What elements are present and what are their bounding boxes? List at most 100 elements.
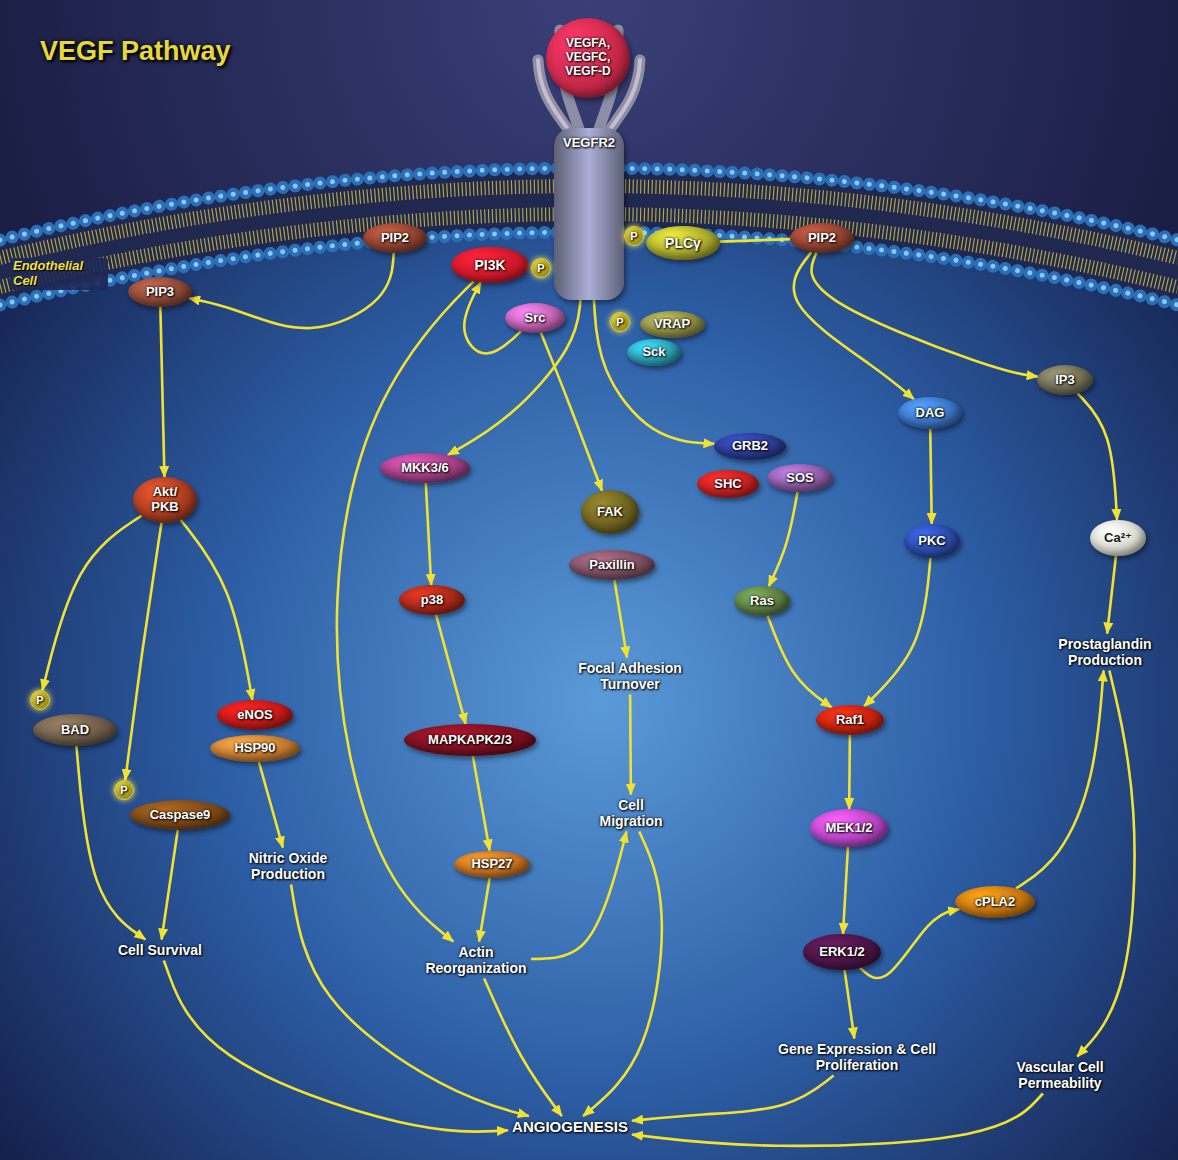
node-text: Gene Expression & Cell Proliferation xyxy=(777,1041,937,1073)
signal-arrow xyxy=(479,877,490,941)
protein-blob: Paxillin xyxy=(569,550,655,580)
node-text: P xyxy=(119,784,129,797)
node-text: Caspase9 xyxy=(149,808,212,823)
node-text: Cell Migration xyxy=(599,797,664,829)
signal-arrow xyxy=(583,832,662,1117)
protein-blob: Ras xyxy=(734,586,790,616)
signal-arrow xyxy=(930,429,931,524)
outcome-text: Gene Expression & Cell Proliferation xyxy=(774,1039,940,1076)
node-text: MKK3/6 xyxy=(400,461,450,476)
signal-arrow xyxy=(1016,671,1104,889)
node-text: BAD xyxy=(60,723,91,738)
node-text: MAPKAPK2/3 xyxy=(427,733,513,748)
protein-blob: SOS xyxy=(767,464,833,492)
node-text: p38 xyxy=(420,593,445,608)
membrane-label: Endothelial Cell xyxy=(10,258,108,290)
protein-blob: MAPKAPK2/3 xyxy=(404,724,536,756)
signal-arrow xyxy=(42,516,141,691)
signal-arrow xyxy=(843,847,848,934)
protein-blob: PI3K xyxy=(451,247,529,283)
phospho-dot: P xyxy=(531,258,551,278)
protein-blob: Akt/ PKB xyxy=(133,477,197,523)
signal-arrow xyxy=(632,1076,834,1121)
protein-blob: PIP3 xyxy=(128,277,192,307)
diagram-title: VEGF Pathway xyxy=(40,36,231,67)
node-text: DAG xyxy=(915,406,946,421)
signal-arrow xyxy=(614,580,627,658)
signal-arrow xyxy=(484,979,562,1117)
outcome-text: Vascular Cell Permeability xyxy=(1012,1057,1108,1094)
node-text: VEGFA, VEGFC, VEGF-D xyxy=(564,37,612,78)
outcome-text: Cell Migration xyxy=(596,795,667,832)
node-text: PLCγ xyxy=(664,235,702,251)
node-text: P xyxy=(629,230,639,243)
node-text: PIP2 xyxy=(807,231,838,246)
phospho-dot: P xyxy=(610,312,630,332)
signal-arrow xyxy=(769,492,798,586)
outcome-text: ANGIOGENESIS xyxy=(508,1116,632,1138)
signal-arrow xyxy=(632,1094,1043,1146)
node-text: Sck xyxy=(641,345,667,360)
phospho-dot: P xyxy=(30,690,50,710)
signal-arrow xyxy=(864,558,930,706)
outcome-text: Focal Adhesion Turnover xyxy=(574,658,686,695)
node-text: HSP90 xyxy=(233,741,277,756)
ligand-blob: VEGFA, VEGFC, VEGF-D xyxy=(546,18,630,98)
protein-blob: HSP90 xyxy=(210,735,300,762)
protein-blob: PLCγ xyxy=(646,226,720,260)
protein-blob: MEK1/2 xyxy=(810,809,888,847)
node-text: PKC xyxy=(917,534,947,549)
protein-blob: ERK1/2 xyxy=(803,934,881,970)
node-text: IP3 xyxy=(1054,373,1076,388)
phospho-dot: P xyxy=(624,226,644,246)
protein-blob: BAD xyxy=(33,714,117,746)
signal-arrow xyxy=(426,483,431,585)
protein-blob: Raf1 xyxy=(816,705,884,735)
signal-arrow xyxy=(768,616,832,708)
node-text: PIP3 xyxy=(145,285,176,300)
node-text: P xyxy=(35,694,45,707)
signal-arrow xyxy=(76,746,145,940)
node-text: Raf1 xyxy=(835,713,866,728)
protein-blob: VRAP xyxy=(640,311,705,338)
node-text: ERK1/2 xyxy=(818,945,866,960)
protein-blob: PIP2 xyxy=(363,223,427,253)
signal-arrow xyxy=(1077,671,1134,1057)
node-text: Vascular Cell Permeability xyxy=(1015,1059,1105,1091)
signal-arrow xyxy=(541,333,602,491)
node-text: PIP2 xyxy=(380,231,411,246)
outcome-text: Prostaglandin Production xyxy=(1054,634,1156,671)
node-text: P xyxy=(615,316,625,329)
node-text: VRAP xyxy=(653,317,692,332)
outcome-text: Nitric Oxide Production xyxy=(245,848,332,885)
signal-arrow xyxy=(811,253,1037,377)
node-text: Akt/ PKB xyxy=(150,485,180,515)
node-text: GRB2 xyxy=(731,439,770,454)
signal-arrow xyxy=(1078,393,1117,520)
node-text: eNOS xyxy=(236,708,274,723)
signal-arrow xyxy=(448,300,581,455)
node-text: PI3K xyxy=(473,257,507,273)
node-text: P xyxy=(536,262,546,275)
signal-arrow xyxy=(531,832,626,959)
node-text: FAK xyxy=(596,505,624,520)
node-text: Prostaglandin Production xyxy=(1057,636,1153,668)
outcome-text: Actin Reorganization xyxy=(421,942,531,979)
signal-arrow xyxy=(848,735,851,809)
signal-arrow xyxy=(160,307,164,477)
protein-blob: MKK3/6 xyxy=(380,453,470,483)
node-text: SHC xyxy=(713,477,743,492)
phospho-dot: P xyxy=(114,780,134,800)
receptor: VEGFR2 xyxy=(554,128,624,300)
signal-arrow xyxy=(1107,556,1116,634)
node-text: Actin Reorganization xyxy=(424,944,528,976)
node-text: ANGIOGENESIS xyxy=(511,1118,629,1135)
node-text: cPLA2 xyxy=(974,895,1017,910)
signal-arrow xyxy=(164,961,508,1132)
protein-blob: PIP2 xyxy=(790,223,854,253)
node-text: Cell Survival xyxy=(117,942,204,958)
outcome-text: Cell Survival xyxy=(114,940,207,961)
protein-blob: IP3 xyxy=(1037,365,1093,395)
signal-arrow xyxy=(594,300,715,444)
